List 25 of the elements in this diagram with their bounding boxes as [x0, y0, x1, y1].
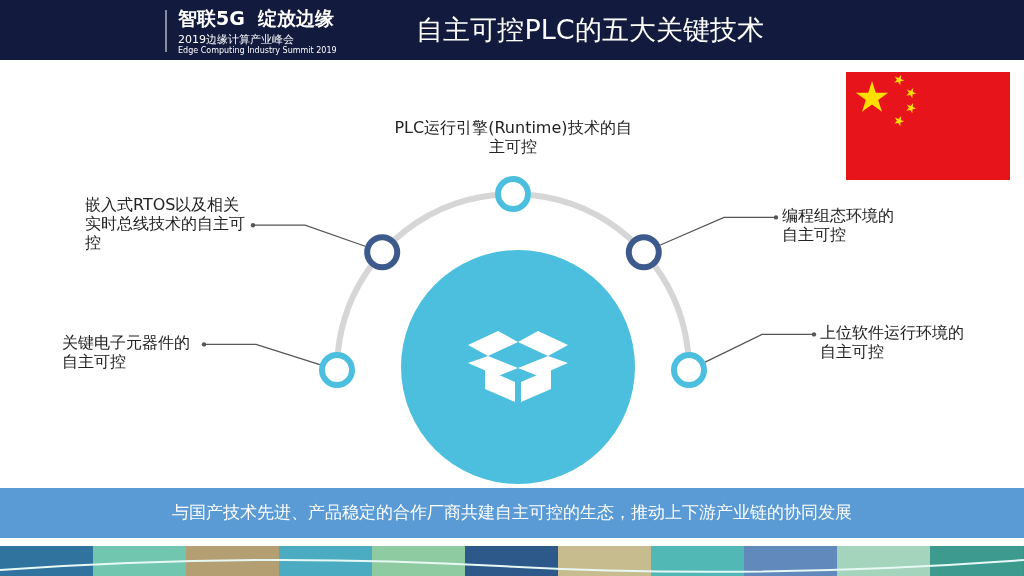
center-circle — [401, 250, 635, 484]
arc-line — [530, 191, 633, 242]
banner-text: 与国产技术先进、产品稳定的合作厂商共建自主可控的生态，推动上下游产业链的协同发展 — [171, 503, 853, 522]
ring-marker — [364, 234, 401, 271]
item-label: 关键电子元器件的自主可控 — [62, 333, 198, 371]
slogan-text: 智联5G 绽放边缘 — [178, 6, 335, 31]
item-label: 上位软件运行环境的自主可控 — [820, 323, 972, 361]
banner-band — [0, 488, 1024, 538]
subtitle-text: 2019边缘计算产业峰会 — [178, 32, 294, 46]
arc-line — [393, 191, 496, 242]
leader-line — [704, 332, 817, 363]
ring-marker — [319, 352, 355, 388]
item-label: 编程组态环境的自主可控 — [782, 206, 904, 244]
ring-marker — [495, 176, 531, 212]
item-label: 嵌入式RTOS以及相关实时总线技术的自主可控 — [85, 195, 247, 252]
leader-line — [659, 215, 779, 246]
arc-line — [652, 264, 692, 353]
ring-marker — [671, 352, 707, 388]
leader-line — [250, 223, 366, 247]
leader-line — [201, 342, 321, 366]
arc-line — [334, 264, 374, 353]
subtitle-text: Edge Computing Industry Summit 2019 — [178, 46, 337, 55]
item-label: PLC运行引擎(Runtime)技术的自主可控 — [393, 118, 633, 156]
page-title: 自主可控PLC的五大关键技术 — [415, 13, 765, 47]
ring-marker — [625, 234, 662, 271]
